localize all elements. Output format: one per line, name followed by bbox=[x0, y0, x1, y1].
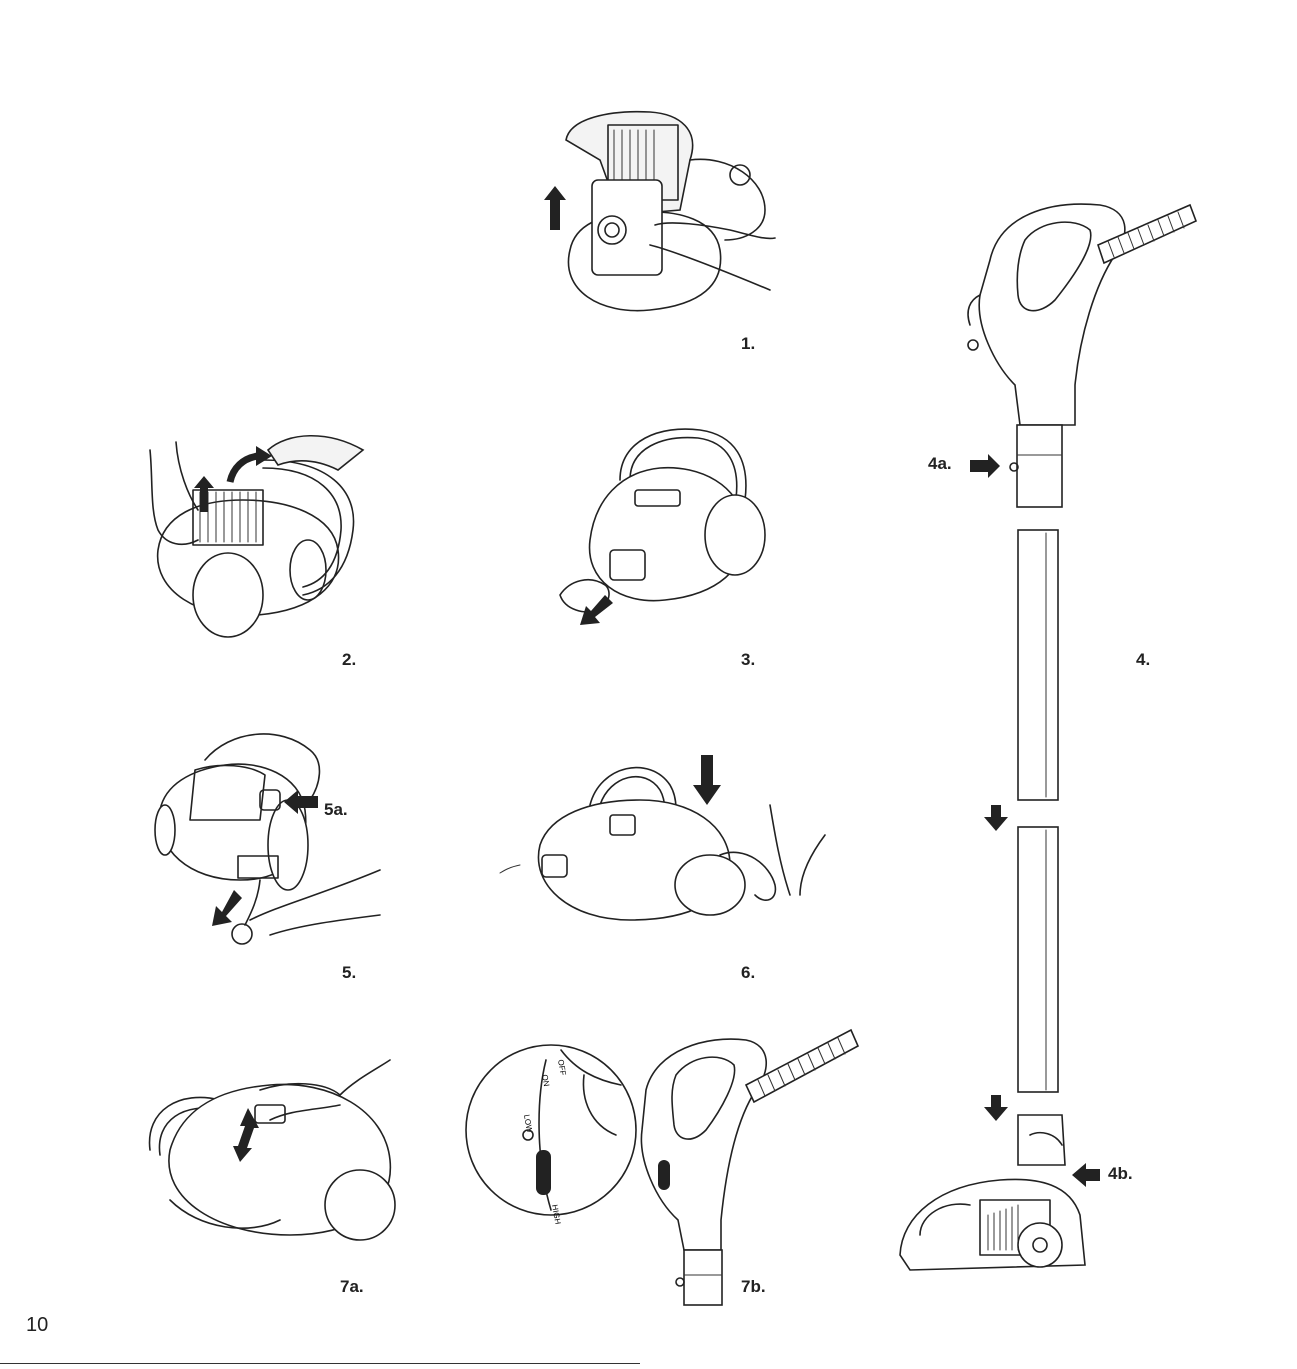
step-label-7a: 7a. bbox=[340, 1277, 364, 1297]
arrow-left-icon bbox=[1072, 1163, 1100, 1187]
illustration-cord-rewind bbox=[500, 745, 830, 935]
panel-step-1 bbox=[530, 100, 790, 320]
arrow-down-icon bbox=[580, 595, 613, 625]
page-number: 10 bbox=[26, 1314, 48, 1337]
arrow-right-icon bbox=[970, 454, 1000, 478]
illustration-power-switch-handle: LOW ON OFF HIGH bbox=[466, 1020, 866, 1310]
arrow-down-icon bbox=[984, 1095, 1008, 1121]
step-label-4: 4. bbox=[1136, 650, 1150, 670]
illustration-bag-removal bbox=[530, 100, 790, 320]
callout-4b: 4b. bbox=[1108, 1164, 1133, 1184]
arrow-down-icon bbox=[984, 805, 1008, 831]
step-label-6: 6. bbox=[741, 963, 755, 983]
panel-step-3 bbox=[550, 420, 780, 630]
illustration-hose-disconnect bbox=[550, 420, 780, 630]
step-label-7b: 7b. bbox=[741, 1277, 766, 1297]
illustration-tube-assembly bbox=[890, 185, 1210, 1285]
arrow-curved-icon bbox=[230, 446, 272, 482]
panel-step-7b: LOW ON OFF HIGH bbox=[466, 1020, 866, 1310]
callout-4a: 4a. bbox=[928, 454, 952, 474]
illustration-power-switch-body bbox=[140, 1060, 400, 1260]
arrow-down-icon bbox=[212, 890, 242, 926]
step-label-2: 2. bbox=[342, 650, 356, 670]
step-label-3: 3. bbox=[741, 650, 755, 670]
illustration-filter-removal bbox=[138, 420, 378, 650]
panel-step-2 bbox=[138, 420, 378, 650]
panel-step-4 bbox=[890, 185, 1210, 1285]
panel-step-7a bbox=[140, 1060, 400, 1260]
illustration-cord-pull bbox=[150, 720, 390, 960]
arrow-up-icon bbox=[544, 186, 566, 230]
page-bottom-rule bbox=[0, 1363, 640, 1364]
arrow-down-icon bbox=[693, 755, 721, 805]
callout-5a: 5a. bbox=[324, 800, 348, 820]
panel-step-5 bbox=[150, 720, 390, 960]
panel-step-6 bbox=[500, 745, 830, 935]
step-label-1: 1. bbox=[741, 334, 755, 354]
step-label-5: 5. bbox=[342, 963, 356, 983]
